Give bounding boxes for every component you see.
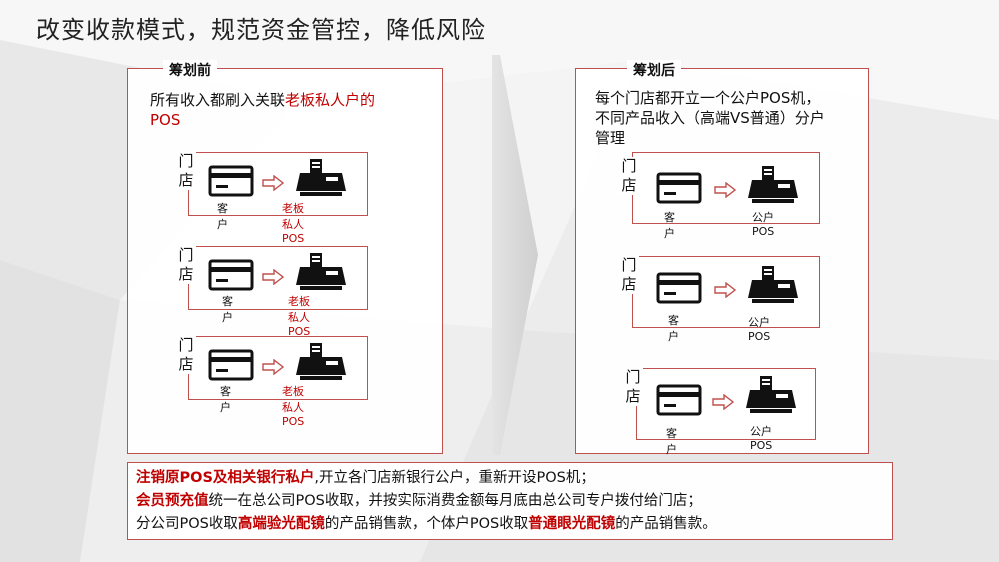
page-title: 改变收款模式，规范资金管控，降低风险 xyxy=(36,16,486,44)
summary-line-3-text-c: 的产品销售款。 xyxy=(615,516,717,532)
store-label: 门店 xyxy=(176,336,196,374)
pos-machine-icon xyxy=(746,376,796,413)
pos-label: 老板私人POS xyxy=(282,202,305,245)
after-desc-line-1: 每个门店都开立一个公户POS机， xyxy=(595,89,821,107)
after-panel-label: 筹划后 xyxy=(627,60,681,80)
summary-line-1-highlight: 注销原POS及相关银行私户 xyxy=(136,470,315,486)
summary-line-2-highlight: 会员预充值 xyxy=(136,493,209,509)
bank-card-icon xyxy=(656,172,702,204)
pos-machine-icon xyxy=(748,166,798,203)
pos-machine-icon xyxy=(296,159,346,196)
store-label: 门店 xyxy=(623,368,643,406)
customer-label: 客户 xyxy=(666,427,677,456)
pos-machine-icon xyxy=(296,253,346,290)
customer-label: 客户 xyxy=(217,202,228,231)
arrow-right-icon xyxy=(714,182,736,198)
before-panel-description: 所有收入都刷入关联老板私人户的 POS xyxy=(150,90,430,130)
summary-line-3-highlight-2: 普通眼光配镜 xyxy=(528,516,616,532)
store-label: 门店 xyxy=(176,246,196,284)
after-panel-description: 每个门店都开立一个公户POS机， 不同产品收入（高端VS普通）分户 管理 xyxy=(595,88,867,148)
transition-chevron-icon xyxy=(492,55,538,455)
summary-line-1: 注销原POS及相关银行私户,开立各门店新银行公户，重新开设POS机； xyxy=(136,467,884,490)
pos-machine-icon xyxy=(748,266,798,303)
bank-card-icon xyxy=(656,272,702,304)
before-panel-label: 筹划前 xyxy=(163,60,217,80)
before-desc-highlight: 老板私人户的 xyxy=(285,91,376,109)
customer-label: 客户 xyxy=(668,314,679,343)
arrow-right-icon xyxy=(262,359,284,375)
store-label: 门店 xyxy=(619,157,639,195)
arrow-right-icon xyxy=(712,394,734,410)
summary-line-2-text: 统一在总公司POS收取，并按实际消费金额每月底由总公司专户拨付给门店； xyxy=(208,493,702,509)
summary-line-3: 分公司POS收取高端验光配镜的产品销售款，个体户POS收取普通眼光配镜的产品销售… xyxy=(136,513,884,536)
pos-label: 老板私人POS xyxy=(282,385,305,428)
bank-card-icon xyxy=(208,165,254,197)
after-desc-line-2: 不同产品收入（高端VS普通）分户 xyxy=(595,109,825,127)
summary-line-3-text-b: 的产品销售款，个体户POS收取 xyxy=(324,516,529,532)
summary-line-3-text-a: 分公司POS收取 xyxy=(136,516,238,532)
arrow-right-icon xyxy=(262,175,284,191)
before-desc-highlight2: POS xyxy=(150,111,181,129)
customer-label: 客户 xyxy=(664,211,675,240)
pos-label: 老板私人POS xyxy=(288,295,311,338)
summary-line-3-highlight-1: 高端验光配镜 xyxy=(237,516,325,532)
store-label: 门店 xyxy=(619,256,639,294)
after-desc-line-3: 管理 xyxy=(595,129,626,147)
store-label: 门店 xyxy=(176,152,196,190)
pos-label: 公户POS xyxy=(752,211,775,238)
bank-card-icon xyxy=(208,259,254,291)
bank-card-icon xyxy=(656,384,702,416)
pos-machine-icon xyxy=(296,343,346,380)
customer-label: 客户 xyxy=(220,385,231,414)
pos-label: 公户POS xyxy=(750,425,773,452)
summary-box: 注销原POS及相关银行私户,开立各门店新银行公户，重新开设POS机； 会员预充值… xyxy=(127,462,893,540)
pos-label: 公户POS xyxy=(748,316,771,343)
store-frame xyxy=(188,152,368,216)
customer-label: 客户 xyxy=(222,295,233,324)
before-desc-plain: 所有收入都刷入关联 xyxy=(150,91,286,109)
summary-line-2: 会员预充值统一在总公司POS收取，并按实际消费金额每月底由总公司专户拨付给门店； xyxy=(136,490,884,513)
arrow-right-icon xyxy=(262,269,284,285)
arrow-right-icon xyxy=(714,282,736,298)
bank-card-icon xyxy=(208,349,254,381)
summary-line-1-text: ,开立各门店新银行公户，重新开设POS机； xyxy=(314,470,595,486)
